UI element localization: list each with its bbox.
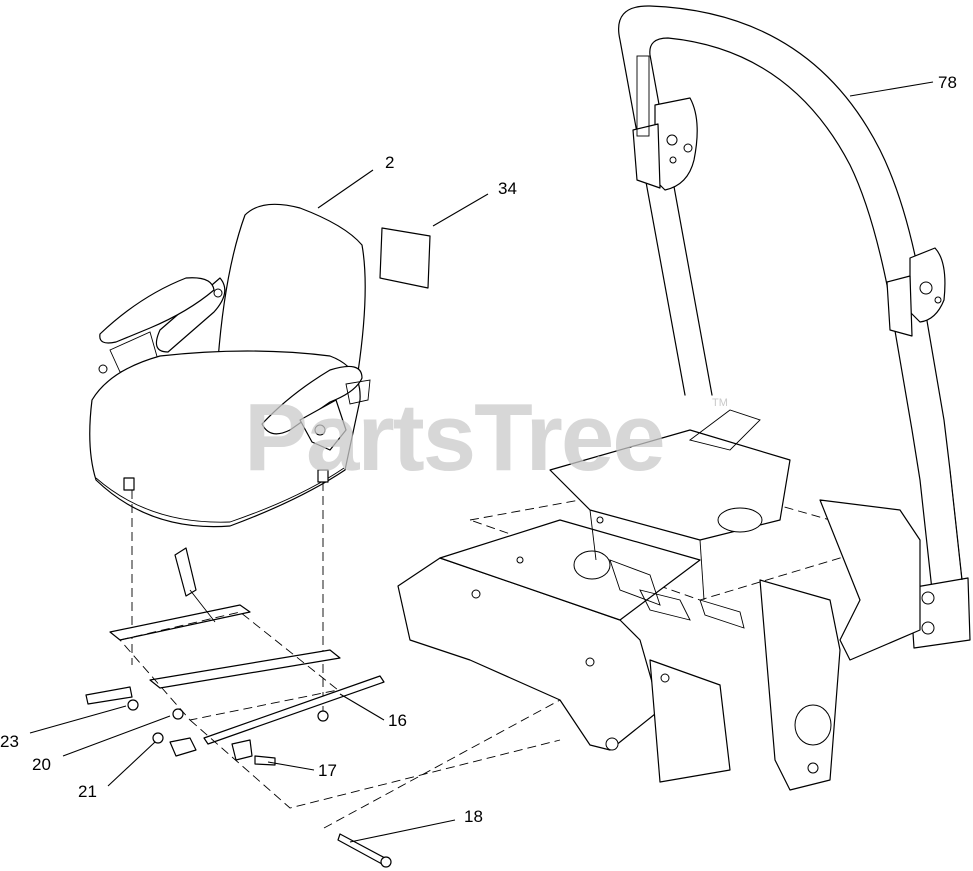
- callout-21: 21: [78, 782, 97, 801]
- pin: [323, 699, 561, 868]
- leader-20: [62, 715, 171, 757]
- callout-18: 18: [464, 807, 483, 826]
- callout-16: 16: [388, 711, 407, 730]
- leader-17: [267, 761, 315, 771]
- callout-78: 78: [938, 73, 957, 92]
- callouts: 2 34 78 16 17 18 20 21 23: [0, 73, 957, 843]
- decal: [379, 227, 431, 289]
- chassis-frame: [397, 409, 921, 791]
- leader-18: [349, 819, 456, 843]
- watermark-trademark: TM: [712, 397, 728, 409]
- roll-bar: [618, 5, 971, 649]
- leader-78: [849, 81, 934, 97]
- leader-2: [317, 169, 374, 209]
- seat: [89, 203, 371, 528]
- leader-16: [339, 693, 385, 721]
- callout-2: 2: [385, 153, 394, 172]
- watermark: PartsTree TM: [244, 384, 728, 491]
- callout-17: 17: [318, 761, 337, 780]
- watermark-text: PartsTree: [244, 384, 664, 491]
- leader-21: [107, 741, 156, 787]
- callout-34: 34: [498, 179, 517, 198]
- seat-mount-plate: [85, 482, 561, 809]
- callout-23: 23: [0, 732, 19, 751]
- leader-34: [432, 193, 489, 227]
- leader-23: [29, 705, 127, 734]
- callout-20: 20: [32, 755, 51, 774]
